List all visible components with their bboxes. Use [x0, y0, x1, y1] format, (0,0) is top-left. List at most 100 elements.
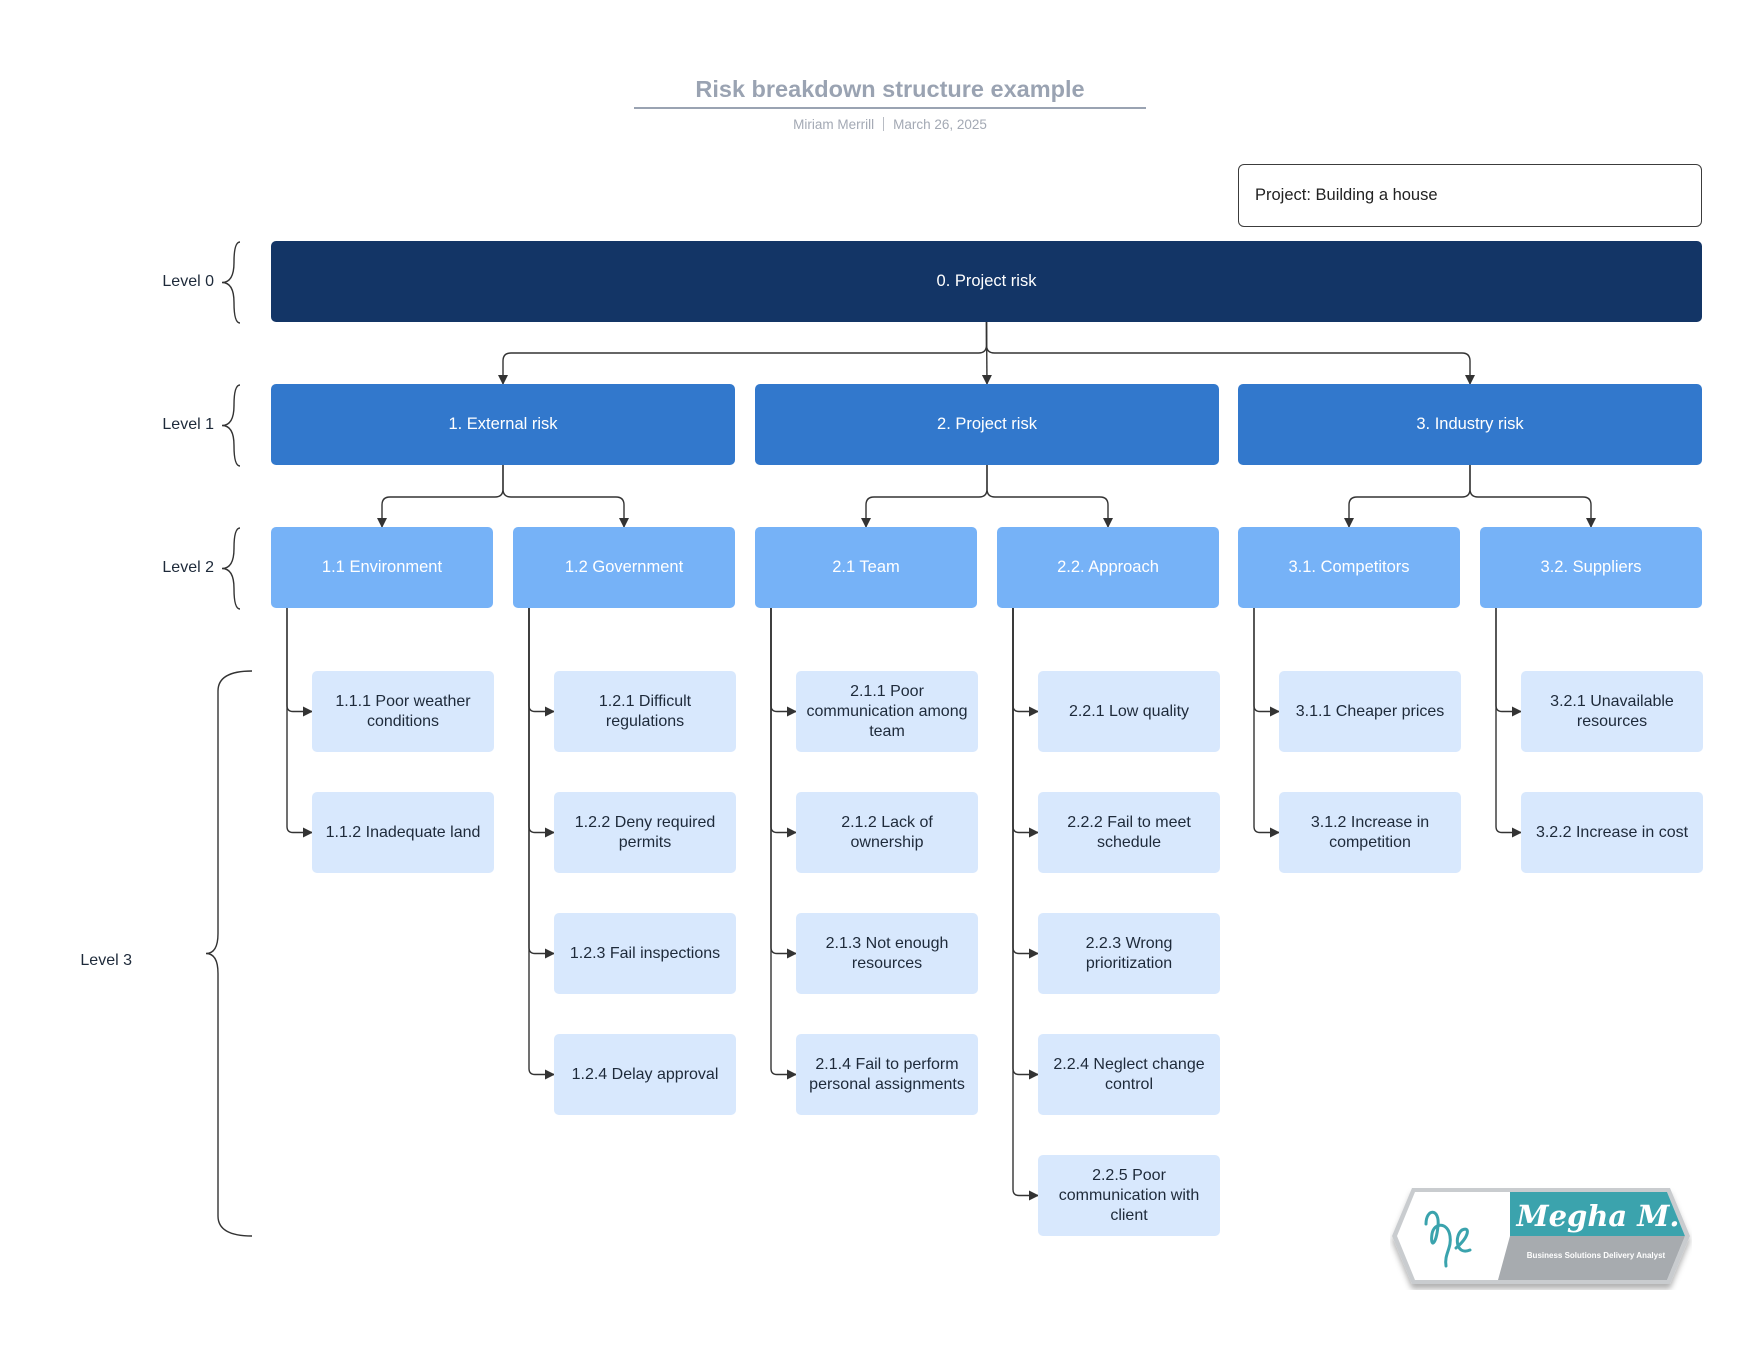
risk-item-6-1: 3.2.1 Unavailable resources [1521, 671, 1703, 752]
risk-item-3-3-label: 2.1.3 Not enough resources [825, 934, 949, 972]
subtitle-divider [883, 117, 885, 131]
subcategory-node-6-label: 3.2. Suppliers [1540, 558, 1642, 577]
page-title: Risk breakdown structure example [695, 76, 1085, 102]
connector-sub-3-item-2 [770, 608, 797, 838]
subcategory-node-4-label: 2.2. Approach [1057, 558, 1159, 577]
connector-sub-2-item-3 [528, 608, 555, 959]
connector-sub-4-item-4 [1012, 608, 1039, 1080]
author: Miriam Merrill [793, 117, 875, 132]
risk-item-1-2: 1.1.2 Inadequate land [312, 792, 494, 873]
date: March 26, 2025 [893, 117, 987, 132]
connector-sub-6-item-1 [1495, 608, 1522, 717]
subcategory-node-3-label: 2.1 Team [832, 558, 900, 577]
level-brace-2 [221, 527, 241, 610]
connector-root-to-cat-1 [498, 322, 988, 385]
connector-sub-5-item-2 [1253, 608, 1280, 838]
level-label-2: Level 2 [162, 559, 214, 576]
risk-item-5-2: 3.1.2 Increase in competition [1279, 792, 1461, 873]
risk-item-1-1: 1.1.1 Poor weather conditions [312, 671, 494, 752]
page-subtitle: Miriam Merrill March 26, 2025 [634, 117, 1146, 132]
connector-cat-3-to-sub-6 [1469, 465, 1596, 528]
risk-item-5-1: 3.1.1 Cheaper prices [1279, 671, 1461, 752]
risk-item-3-1-label: 2.1.1 Poor communication among team [806, 682, 968, 740]
risk-item-2-2-label: 1.2.2 Deny required permits [574, 813, 716, 851]
connector-sub-1-item-2 [286, 608, 313, 838]
level-brace-0 [221, 241, 241, 324]
level-label-1: Level 1 [162, 416, 214, 433]
risk-item-3-4-label: 2.1.4 Fail to perform personal assignmen… [809, 1055, 965, 1093]
category-node-1: 1. External risk [271, 384, 735, 465]
risk-item-6-2-label: 3.2.2 Increase in cost [1535, 823, 1689, 841]
subcategory-node-1-label: 1.1 Environment [321, 558, 443, 577]
connector-sub-5-item-1 [1253, 608, 1280, 717]
subcategory-node-6: 3.2. Suppliers [1480, 527, 1702, 608]
category-node-1-label: 1. External risk [448, 415, 558, 434]
risk-item-4-2-label: 2.2.2 Fail to meet schedule [1067, 813, 1191, 851]
risk-item-4-4: 2.2.4 Neglect change control [1038, 1034, 1220, 1115]
risk-item-1-2-label: 1.1.2 Inadequate land [325, 823, 481, 841]
risk-item-4-4-label: 2.2.4 Neglect change control [1053, 1055, 1205, 1093]
subcategory-node-2-label: 1.2 Government [564, 558, 684, 577]
connector-sub-2-item-1 [528, 608, 555, 717]
risk-item-3-3: 2.1.3 Not enough resources [796, 913, 978, 994]
connector-cat-2-to-sub-4 [986, 465, 1113, 528]
risk-item-2-4-label: 1.2.4 Delay approval [571, 1065, 719, 1083]
risk-item-4-3-label: 2.2.3 Wrong prioritization [1085, 934, 1173, 972]
risk-item-2-3-label: 1.2.3 Fail inspections [569, 944, 721, 962]
risk-item-5-2-label: 3.1.2 Increase in competition [1310, 813, 1430, 851]
risk-item-2-2: 1.2.2 Deny required permits [554, 792, 736, 873]
category-node-3-label: 3. Industry risk [1416, 415, 1524, 434]
megha-logo: Megha M. Business Solutions Delivery Ana… [1392, 1188, 1690, 1284]
risk-item-3-2-label: 2.1.2 Lack of ownership [841, 813, 933, 851]
subcategory-node-5: 3.1. Competitors [1238, 527, 1460, 608]
connector-sub-4-item-3 [1012, 608, 1039, 959]
connector-sub-3-item-3 [770, 608, 797, 959]
risk-item-3-4: 2.1.4 Fail to perform personal assignmen… [796, 1034, 978, 1115]
risk-item-5-1-label: 3.1.1 Cheaper prices [1295, 702, 1445, 720]
subcategory-node-4: 2.2. Approach [997, 527, 1219, 608]
connector-sub-4-item-2 [1012, 608, 1039, 838]
connector-sub-3-item-1 [770, 608, 797, 717]
connector-sub-6-item-2 [1495, 608, 1522, 838]
connector-sub-1-item-1 [286, 608, 313, 717]
risk-item-4-5: 2.2.5 Poor communication with client [1038, 1155, 1220, 1236]
connector-cat-3-to-sub-5 [1344, 465, 1471, 528]
level-brace-3 [205, 670, 253, 1237]
risk-item-4-1: 2.2.1 Low quality [1038, 671, 1220, 752]
risk-item-4-3: 2.2.3 Wrong prioritization [1038, 913, 1220, 994]
level-label-3: Level 3 [80, 952, 132, 969]
root-node: 0. Project risk [271, 241, 1702, 322]
root-node-label: 0. Project risk [936, 272, 1037, 291]
connector-sub-2-item-4 [528, 608, 555, 1080]
subcategory-node-5-label: 3.1. Competitors [1288, 558, 1410, 577]
logo-name: Megha M. [1516, 1199, 1680, 1233]
category-node-2: 2. Project risk [755, 384, 1219, 465]
title-underline [634, 107, 1146, 109]
connector-root-to-cat-3 [985, 322, 1475, 385]
subcategory-node-2: 1.2 Government [513, 527, 735, 608]
connector-sub-4-item-1 [1012, 608, 1039, 717]
risk-item-4-2: 2.2.2 Fail to meet schedule [1038, 792, 1220, 873]
risk-item-2-4: 1.2.4 Delay approval [554, 1034, 736, 1115]
logo-tagline: Business Solutions Delivery Analyst [1527, 1251, 1666, 1260]
subcategory-node-1: 1.1 Environment [271, 527, 493, 608]
risk-item-3-1: 2.1.1 Poor communication among team [796, 671, 978, 752]
risk-item-2-3: 1.2.3 Fail inspections [554, 913, 736, 994]
connector-cat-1-to-sub-1 [377, 465, 504, 528]
risk-item-6-2: 3.2.2 Increase in cost [1521, 792, 1703, 873]
category-node-3: 3. Industry risk [1238, 384, 1702, 465]
level-label-0: Level 0 [162, 273, 214, 290]
risk-item-1-1-label: 1.1.1 Poor weather conditions [335, 692, 471, 730]
category-node-2-label: 2. Project risk [937, 415, 1037, 434]
connector-cat-1-to-sub-2 [502, 465, 629, 528]
connector-sub-3-item-4 [770, 608, 797, 1080]
level-brace-1 [221, 384, 241, 467]
connector-cat-2-to-sub-3 [861, 465, 988, 528]
connector-sub-2-item-2 [528, 608, 555, 838]
project-label: Project: Building a house [1238, 164, 1702, 227]
risk-item-2-1: 1.2.1 Difficult regulations [554, 671, 736, 752]
risk-item-6-1-label: 3.2.1 Unavailable resources [1550, 692, 1674, 730]
connector-sub-4-item-5 [1012, 608, 1039, 1201]
risk-item-4-1-label: 2.2.1 Low quality [1068, 702, 1190, 720]
